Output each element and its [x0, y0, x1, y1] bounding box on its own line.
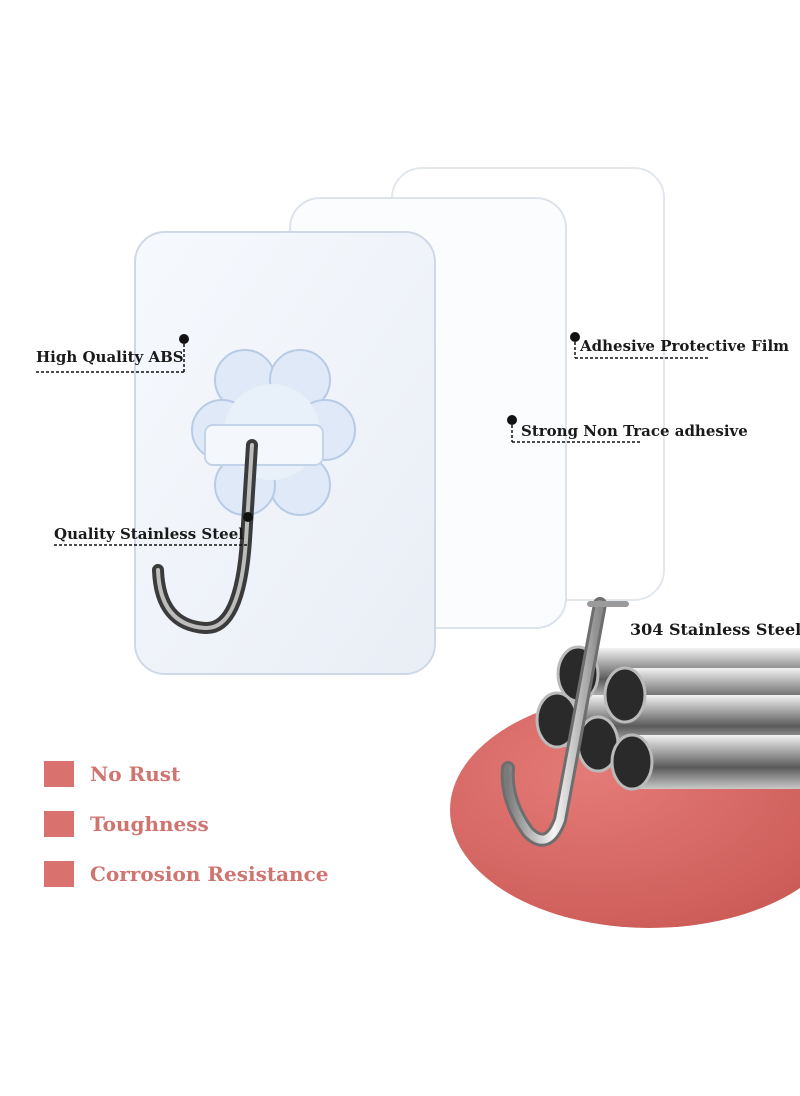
- feature-item-toughness: Toughness: [44, 809, 209, 839]
- steel-pipes-icon: [535, 645, 800, 791]
- callout-adhesive-protective-film: Adhesive Protective Film: [580, 337, 790, 355]
- feature-item-no-rust: No Rust: [44, 759, 180, 789]
- callout-strong-adhesive: Strong Non Trace adhesive: [521, 422, 748, 440]
- feature-swatch: [44, 811, 74, 837]
- callout-markers: [36, 332, 710, 546]
- callout-304-stainless-steel: 304 Stainless Steel: [630, 620, 800, 639]
- large-hook-icon: [500, 597, 629, 847]
- feature-label: Corrosion Resistance: [90, 862, 329, 886]
- feature-item-corrosion-resistance: Corrosion Resistance: [44, 859, 328, 889]
- feature-swatch: [44, 861, 74, 887]
- feature-label: Toughness: [90, 812, 209, 836]
- feature-swatch: [44, 761, 74, 787]
- callout-quality-stainless-steel: Quality Stainless Steel: [54, 525, 244, 543]
- callout-high-quality-abs: High Quality ABS: [36, 348, 184, 366]
- feature-label: No Rust: [90, 762, 181, 786]
- hook-base-icon: [191, 349, 356, 516]
- stainless-hook-icon: [152, 439, 258, 634]
